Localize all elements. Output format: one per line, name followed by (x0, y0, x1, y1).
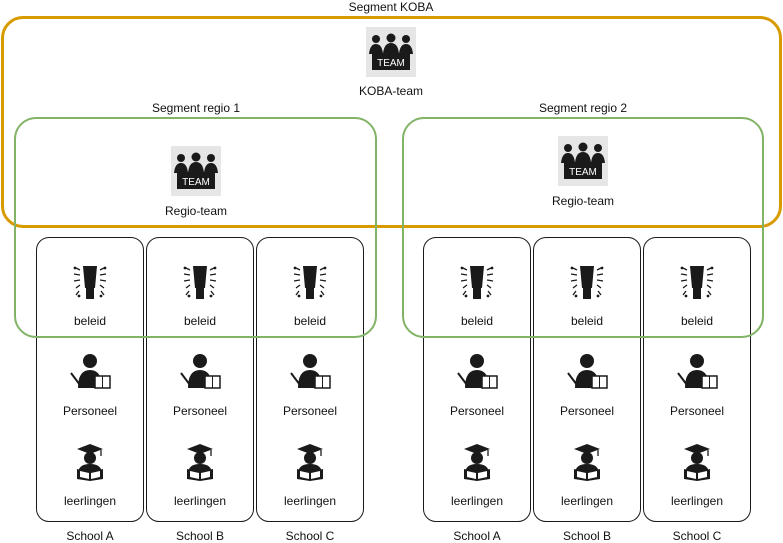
svg-text:TEAM: TEAM (377, 58, 405, 69)
team-icon: TEAM (171, 146, 221, 196)
koba-team-label: KOBA-team (358, 84, 424, 98)
regio-2-team-label: Regio-team (551, 194, 615, 208)
segment-regio-1-title: Segment regio 1 (151, 101, 241, 115)
teacher-icon (178, 352, 222, 392)
podium-icon (70, 262, 110, 302)
segment-koba-title: Segment KOBA (348, 0, 434, 14)
student-icon (292, 442, 328, 482)
school-name: School A (66, 529, 114, 543)
school-name: School B (562, 529, 612, 543)
podium-icon (290, 262, 330, 302)
school-row-label: leerlingen (560, 494, 614, 508)
school-row-label: leerlingen (63, 494, 117, 508)
school-row-label: leerlingen (450, 494, 504, 508)
school-row-label: Personeel (449, 404, 505, 418)
teacher-icon (455, 352, 499, 392)
team-icon: TEAM (558, 136, 608, 186)
student-icon (569, 442, 605, 482)
school-row-label: Personeel (172, 404, 228, 418)
school-row-label: Personeel (62, 404, 118, 418)
school-row-label: beleid (460, 314, 494, 328)
school-row-label: Personeel (559, 404, 615, 418)
school-row-label: beleid (293, 314, 327, 328)
school-name: School C (672, 529, 722, 543)
school-row-label: leerlingen (173, 494, 227, 508)
student-icon (679, 442, 715, 482)
teacher-icon (565, 352, 609, 392)
school-name: School C (285, 529, 335, 543)
regio-1-team-label: Regio-team (164, 204, 228, 218)
school-name: School A (453, 529, 501, 543)
school-row-label: beleid (680, 314, 714, 328)
podium-icon (180, 262, 220, 302)
school-row-label: Personeel (282, 404, 338, 418)
school-row-label: beleid (183, 314, 217, 328)
svg-text:TEAM: TEAM (182, 177, 210, 188)
student-icon (459, 442, 495, 482)
teacher-icon (288, 352, 332, 392)
school-row-label: leerlingen (670, 494, 724, 508)
podium-icon (677, 262, 717, 302)
school-row-label: beleid (570, 314, 604, 328)
student-icon (182, 442, 218, 482)
segment-regio-2-title: Segment regio 2 (538, 101, 628, 115)
team-icon: TEAM (366, 27, 416, 77)
school-row-label: beleid (73, 314, 107, 328)
school-name: School B (175, 529, 225, 543)
teacher-icon (675, 352, 719, 392)
podium-icon (457, 262, 497, 302)
school-row-label: leerlingen (283, 494, 337, 508)
student-icon (72, 442, 108, 482)
teacher-icon (68, 352, 112, 392)
podium-icon (567, 262, 607, 302)
svg-text:TEAM: TEAM (569, 167, 597, 178)
school-row-label: Personeel (669, 404, 725, 418)
